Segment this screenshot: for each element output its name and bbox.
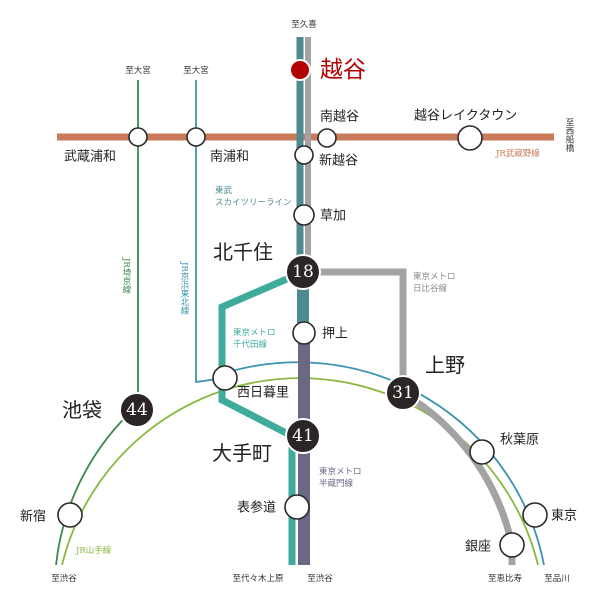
minamiurawa-label: 南浦和 <box>210 149 249 165</box>
koshigaya-label: 越谷 <box>320 57 366 83</box>
hanzomon-line-label: 東京メトロ半蔵門線 <box>319 466 362 489</box>
shinkoshigaya-station[interactable] <box>294 145 314 165</box>
chiyoda-line-label: 東京メトロ千代田線 <box>233 327 276 350</box>
dest-shinagawa: 至品川 <box>544 574 570 584</box>
nishinippori-label: 西日暮里 <box>237 386 289 401</box>
soka-station[interactable] <box>293 204 315 226</box>
minamikoshigaya-station[interactable] <box>317 128 337 148</box>
nishinippori-station[interactable] <box>212 365 238 391</box>
omotesando-label: 表参道 <box>237 500 276 516</box>
tokyo-station[interactable] <box>522 502 548 528</box>
dest-yoyogiuehara: 至代々木上原 <box>232 573 283 584</box>
tobu-line-label: 東武スカイツリーライン <box>215 185 292 208</box>
musashiurawa-station[interactable] <box>128 127 148 147</box>
hub-kitasenju[interactable]: 18 <box>285 254 321 290</box>
dest-shibuya-hanzomon: 至渋谷 <box>307 573 333 584</box>
shinjuku-station[interactable] <box>57 502 83 528</box>
minamikoshigaya-label: 南越谷 <box>320 109 359 125</box>
hub-otemachi[interactable]: 41 <box>285 418 321 454</box>
dest-shibuya-yamanote: 至渋谷 <box>51 573 77 584</box>
ikebukuro-label: 池袋 <box>62 398 102 422</box>
otemachi-label: 大手町 <box>212 441 272 465</box>
saikyo-arc <box>55 405 138 566</box>
yamanote-line-label: JR山手線 <box>75 545 112 556</box>
hub-number: 41 <box>292 426 314 446</box>
saikyo-line-label: JR埼京線 <box>121 257 131 293</box>
minamiurawa-station[interactable] <box>186 127 206 147</box>
laketown-label: 越谷レイクタウン <box>414 109 517 124</box>
oshiage-station[interactable] <box>292 321 316 345</box>
oshiage-label: 押上 <box>322 327 348 342</box>
dest-kuki: 至久喜 <box>291 19 317 30</box>
dest-nishifunabashi: 至西船橋 <box>564 118 574 153</box>
hibiya-line <box>303 268 516 565</box>
dest-omiya-saikyo: 至大宮 <box>125 65 151 76</box>
akihabara-station[interactable] <box>469 439 495 465</box>
dest-ebisu: 至恵比寿 <box>488 573 523 584</box>
hub-ueno[interactable]: 31 <box>385 375 421 411</box>
shinjuku-label: 新宿 <box>20 509 46 525</box>
ueno-label: 上野 <box>425 353 465 377</box>
akihabara-label: 秋葉原 <box>500 433 539 448</box>
musashino-line-label: JR武蔵野線 <box>495 148 540 159</box>
hub-number: 31 <box>392 383 414 403</box>
ginza-label: 銀座 <box>465 540 491 555</box>
chiyoda-line <box>218 268 305 565</box>
keihin-line-label: JR京浜東北線 <box>179 261 189 314</box>
ginza-station[interactable] <box>499 532 525 558</box>
kitasenju-label: 北千住 <box>213 240 273 264</box>
hub-number: 18 <box>292 262 314 282</box>
laketown-station[interactable] <box>457 125 483 151</box>
soka-label: 草加 <box>320 209 346 224</box>
musashiurawa-label: 武蔵浦和 <box>64 150 116 165</box>
tokyo-label: 東京 <box>551 508 577 524</box>
shinkoshigaya-label: 新越谷 <box>319 153 358 169</box>
hub-ikebukuro[interactable]: 44 <box>119 392 155 428</box>
dest-omiya-keihin: 至大宮 <box>183 65 209 76</box>
hibiya-line-label: 東京メトロ日比谷線 <box>413 271 456 294</box>
hub-number: 44 <box>126 400 148 420</box>
koshigaya-station[interactable] <box>289 59 311 81</box>
omotesando-station[interactable] <box>284 494 310 520</box>
